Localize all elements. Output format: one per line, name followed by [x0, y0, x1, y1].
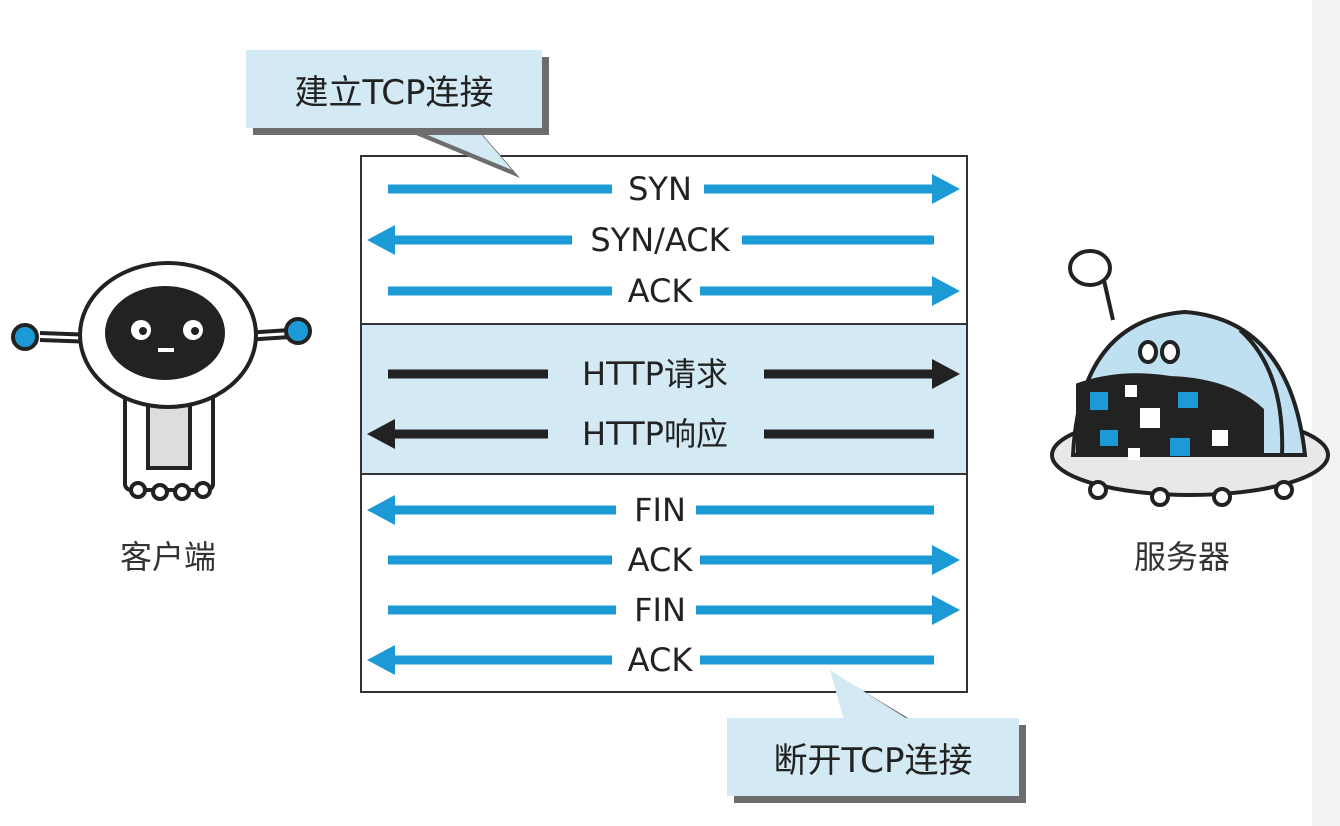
server-robot-icon — [1050, 249, 1330, 507]
arrow-ack-2 — [388, 545, 960, 575]
message-label-fin: FIN — [634, 591, 686, 629]
arrow-ack-1 — [388, 276, 960, 306]
arrow-ack-3 — [367, 645, 934, 675]
arrow-fin-1 — [367, 495, 934, 525]
message-label-fin: FIN — [634, 491, 686, 529]
arrow-http-request — [388, 359, 960, 389]
server-label: 服务器 — [1133, 538, 1230, 576]
message-label-syn-ack: SYN/ACK — [590, 221, 730, 259]
message-label-syn: SYN — [628, 170, 692, 208]
message-label-http-request: HTTP请求 — [582, 355, 728, 393]
arrow-syn-ack — [367, 225, 934, 255]
arrow-http-response — [367, 419, 934, 449]
callout-close-connection: 断开TCP连接 — [727, 718, 1019, 796]
callout-bottom-tail-fill — [830, 670, 915, 724]
message-label-ack: ACK — [627, 541, 693, 579]
message-label-ack: ACK — [627, 272, 693, 310]
arrow-syn — [388, 174, 960, 204]
page-edge — [1312, 0, 1340, 826]
callout-top-tail — [380, 120, 520, 178]
message-label-http-response: HTTP响应 — [582, 415, 728, 453]
callout-open-connection: 建立TCP连接 — [246, 50, 542, 128]
message-label-ack: ACK — [627, 641, 693, 679]
client-robot-icon — [11, 261, 312, 501]
client-label: 客户端 — [119, 538, 216, 576]
arrow-fin-2 — [388, 595, 960, 625]
